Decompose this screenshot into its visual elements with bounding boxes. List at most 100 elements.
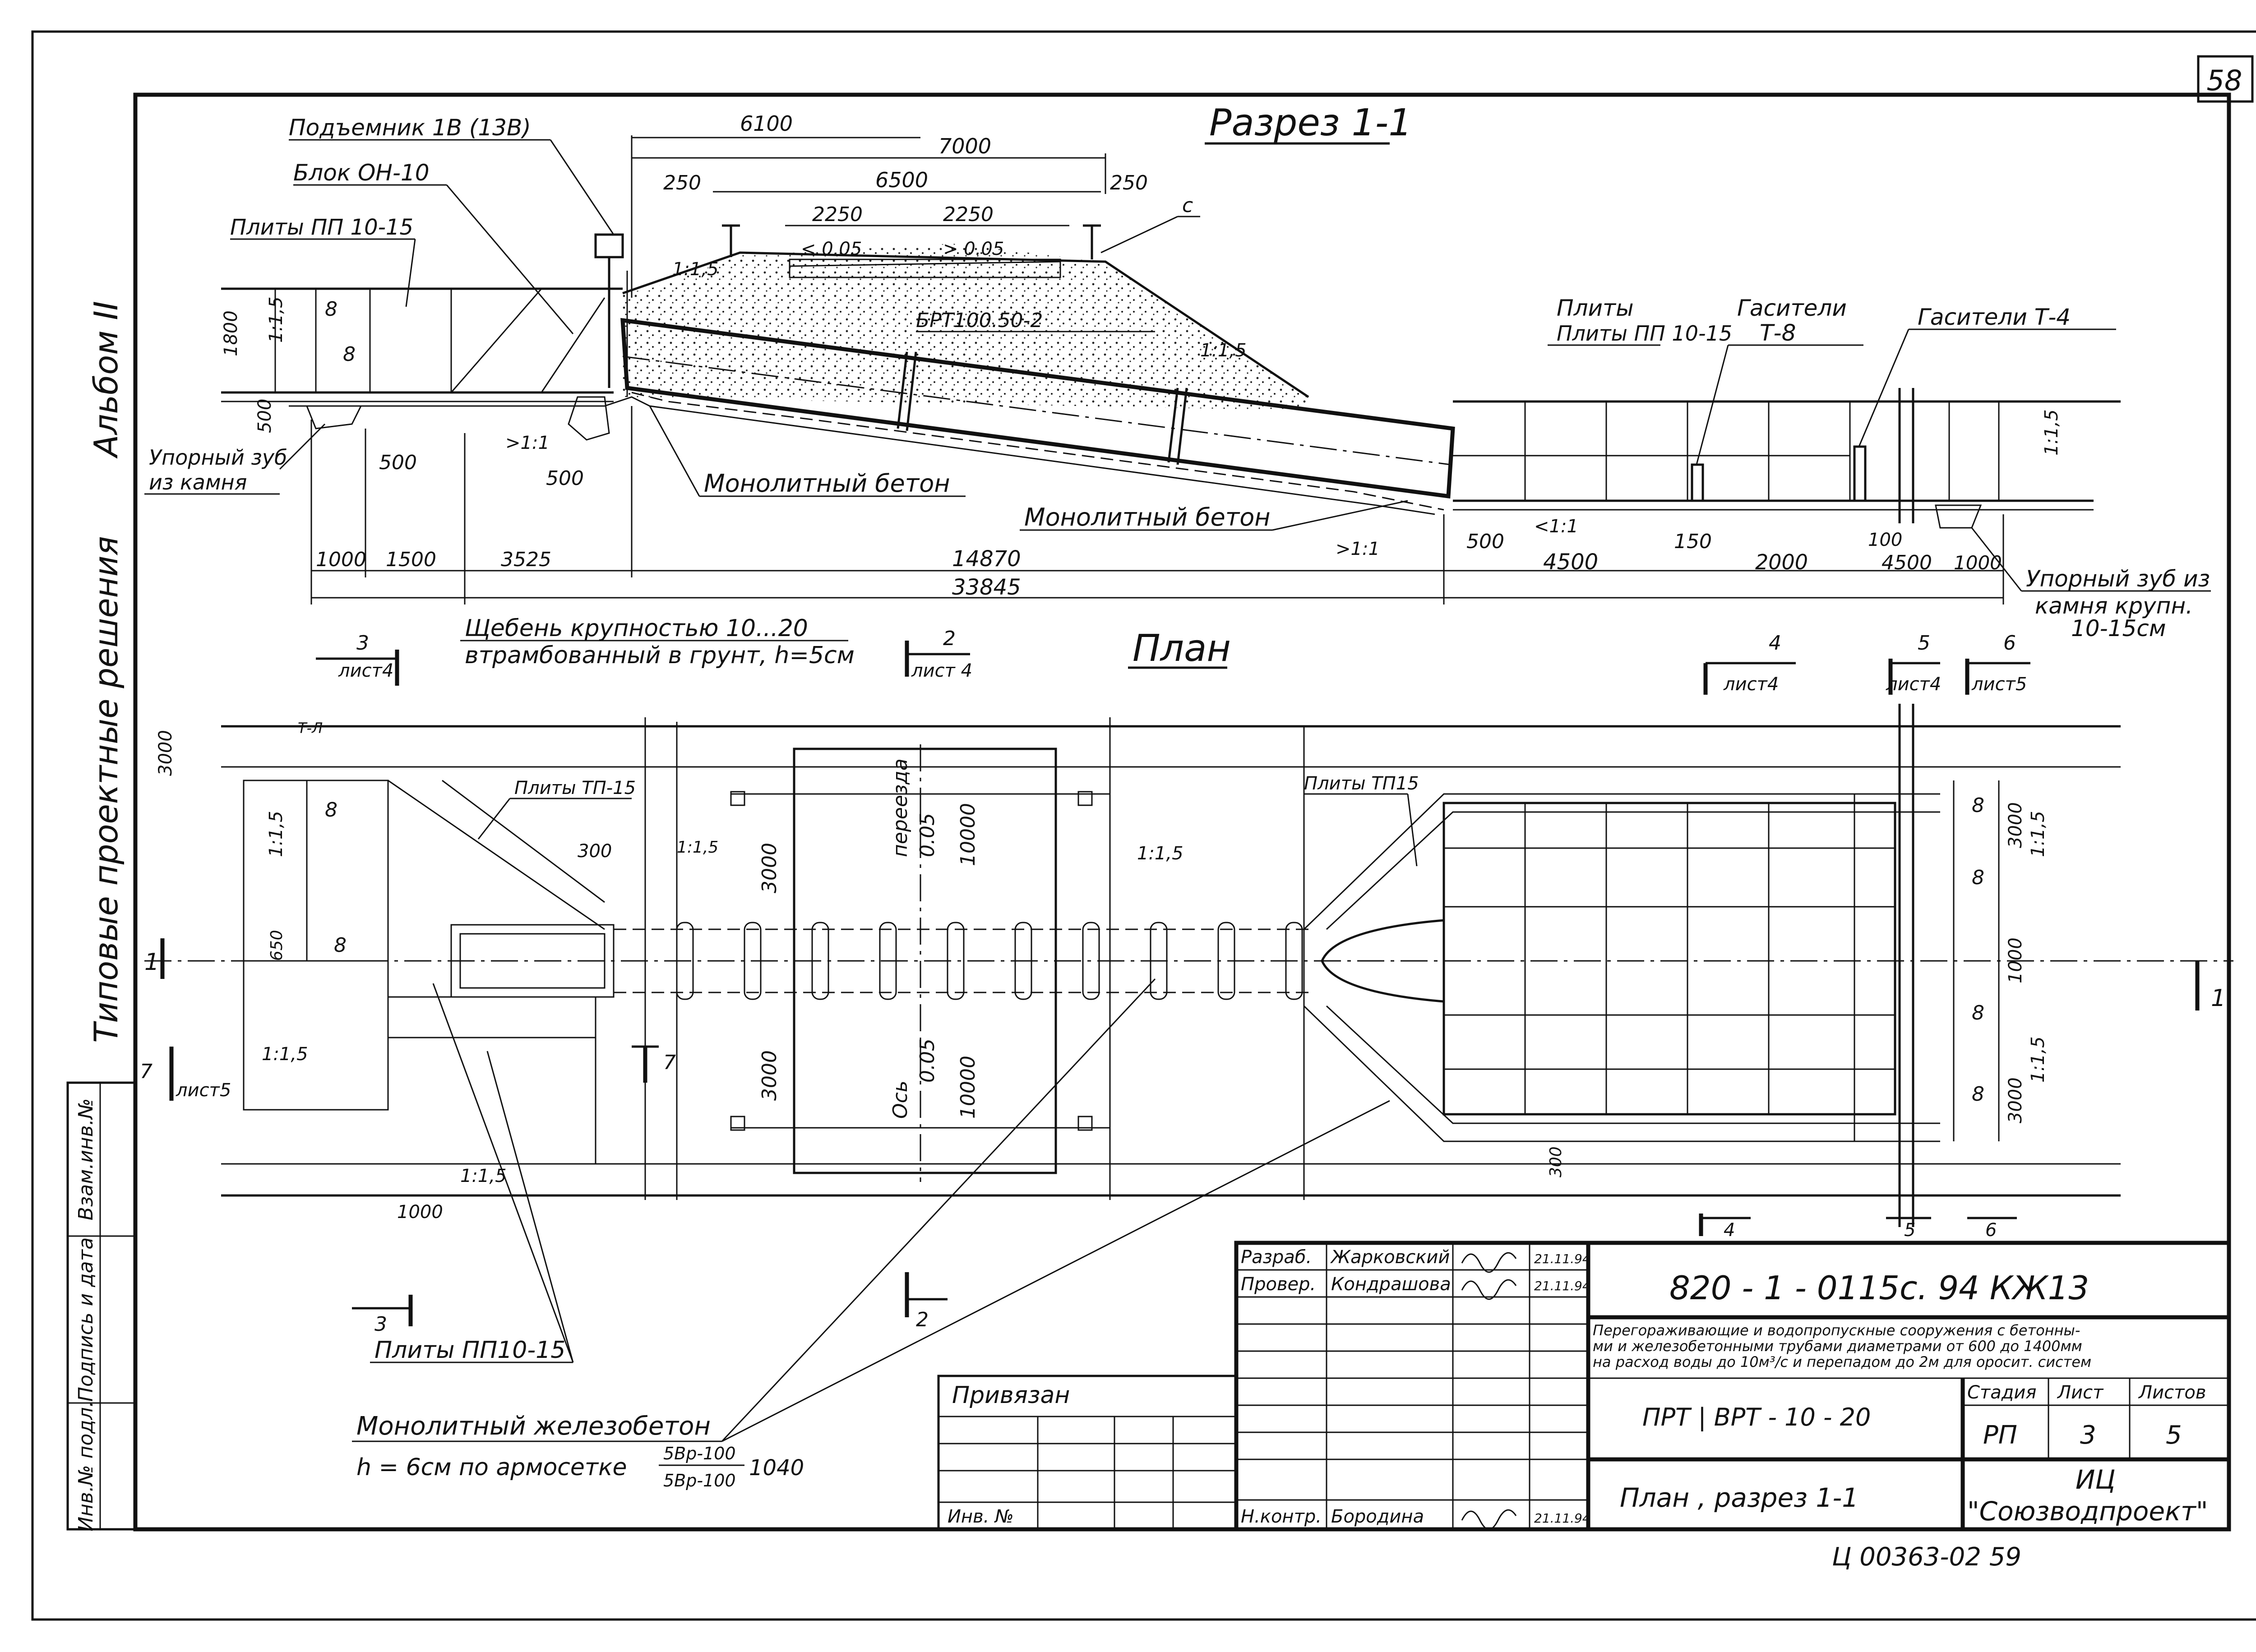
dim: 3000 bbox=[2005, 802, 2026, 848]
dim: 1000 bbox=[316, 548, 366, 571]
stone-mark: 8 bbox=[1972, 1083, 1984, 1106]
stone-tooth-right-b: камня крупн. bbox=[2035, 593, 2193, 619]
dim: 3000 bbox=[155, 730, 176, 776]
desc-3: на расход воды до 10м³/с и перепадом до … bbox=[1593, 1353, 2091, 1371]
stone-tooth-left-a: Упорный зуб bbox=[149, 445, 287, 470]
svg-text:Кондрашова: Кондрашова bbox=[1331, 1274, 1451, 1295]
monolith-right: Монолитный бетон bbox=[1024, 503, 1271, 531]
dim: 7000 bbox=[938, 134, 991, 158]
block-label: Блок ОН-10 bbox=[293, 160, 430, 186]
slope: 1:1,5 bbox=[2028, 811, 2048, 857]
lifter-box bbox=[594, 233, 624, 258]
grade: 0.05 bbox=[916, 813, 939, 857]
stone-mark: 8 bbox=[343, 343, 356, 366]
svg-text:3: 3 bbox=[374, 1313, 387, 1336]
svg-text:6: 6 bbox=[1985, 1220, 1997, 1241]
svg-text:Н.контр.: Н.контр. bbox=[1241, 1506, 1322, 1527]
side-stamp: Взам.инв.№ Подпись и дата Инв.№ подл. bbox=[66, 1081, 137, 1532]
svg-text:21.11.94: 21.11.94 bbox=[1534, 1251, 1590, 1266]
monolith-a: Монолитный железобетон bbox=[356, 1412, 711, 1441]
dim: 33845 bbox=[952, 575, 1021, 600]
sheets-header: Листов bbox=[2138, 1382, 2206, 1403]
damper-t4 bbox=[1853, 445, 1867, 502]
dim: 500 bbox=[546, 467, 584, 490]
svg-text:лист5: лист5 bbox=[1971, 674, 2027, 695]
inv-no: Инв. № bbox=[948, 1506, 1014, 1527]
grade-left: < 0.05 bbox=[801, 239, 862, 259]
dim: 3000 bbox=[758, 843, 781, 893]
signature-3 bbox=[1461, 1509, 1517, 1530]
svg-text:5: 5 bbox=[1918, 632, 1930, 655]
dim: 250 bbox=[1110, 171, 1148, 194]
dampers-t8-b: Т-8 bbox=[1760, 320, 1796, 346]
slope: 1:1,5 bbox=[1137, 843, 1183, 864]
svg-text:4: 4 bbox=[1724, 1220, 1735, 1241]
stone-mark: 8 bbox=[1972, 1001, 1984, 1024]
grade: 0.05 bbox=[916, 1038, 939, 1083]
svg-text:5: 5 bbox=[1904, 1220, 1915, 1241]
svg-text:Бородина: Бородина bbox=[1331, 1506, 1424, 1527]
dim: 150 bbox=[1674, 530, 1712, 553]
stone-tooth-right-a: Упорный зуб из bbox=[2026, 566, 2210, 592]
svg-text:3: 3 bbox=[356, 632, 369, 655]
monolith-b: h = 6см по армосетке bbox=[356, 1454, 627, 1481]
svg-text:21.11.94: 21.11.94 bbox=[1534, 1278, 1590, 1293]
tl-mark: Т-Л bbox=[298, 720, 323, 737]
monolith-den: 5Вр-100 bbox=[663, 1471, 736, 1490]
plates-right-a: Плиты bbox=[1557, 295, 1634, 321]
dim: 2250 bbox=[943, 203, 994, 226]
archive-number: Ц 00363-02 59 bbox=[1832, 1542, 2021, 1572]
gravel-b: втрамбованный в грунт, h=5см bbox=[465, 642, 855, 669]
dim: 2250 bbox=[812, 203, 863, 226]
cut-markers: 3 лист4 2 лист 4 4 лист4 5 лист4 6 лист5… bbox=[140, 627, 2226, 1336]
stone-mark: 8 bbox=[1972, 794, 1984, 817]
dim: 100 bbox=[1868, 530, 1902, 550]
dim: 1500 bbox=[386, 548, 436, 571]
svg-text:1: 1 bbox=[2211, 985, 2226, 1012]
crossing-slab bbox=[793, 748, 1057, 1174]
svg-text:Разраб.: Разраб. bbox=[1241, 1247, 1312, 1268]
svg-text:Жарковский: Жарковский bbox=[1330, 1247, 1450, 1268]
monolith-tail: 1040 bbox=[749, 1455, 804, 1481]
dim: 500 bbox=[1466, 530, 1504, 553]
dim: 650 bbox=[268, 930, 286, 961]
stilling-basin bbox=[1442, 802, 1896, 1116]
slope: 1:1,5 bbox=[262, 1044, 308, 1065]
title-block: Разраб. Жарковский 21.11.94 Провер. Конд… bbox=[937, 1241, 2231, 1572]
crossing-label: переезда bbox=[889, 758, 912, 857]
svg-text:4: 4 bbox=[1769, 632, 1781, 655]
c-mark: с bbox=[1182, 194, 1193, 217]
sheet-name: План , разрез 1-1 bbox=[1620, 1482, 1858, 1513]
sheet-header: Лист bbox=[2057, 1382, 2104, 1403]
svg-text:6: 6 bbox=[2003, 632, 2016, 655]
slope-right-v: 1:1,5 bbox=[2041, 409, 2062, 456]
stamp-signature: Подпись и дата bbox=[74, 1237, 97, 1402]
sheet-value: 3 bbox=[2080, 1421, 2096, 1450]
dim: 300 bbox=[578, 841, 612, 862]
slope: >1:1 bbox=[1336, 539, 1380, 559]
dim: 1000 bbox=[2005, 937, 2026, 983]
damper-t8 bbox=[1691, 463, 1704, 502]
signature-2 bbox=[1461, 1279, 1517, 1300]
svg-text:21.11.94: 21.11.94 bbox=[1534, 1511, 1590, 1526]
slope: 1:1,5 bbox=[672, 259, 719, 280]
monolith-left: Монолитный бетон bbox=[704, 469, 950, 498]
svg-text:лист5: лист5 bbox=[176, 1080, 231, 1101]
project-type: ПРТ | ВРТ - 10 - 20 bbox=[1642, 1403, 1871, 1431]
dim-500-v: 500 bbox=[254, 399, 275, 433]
sheets-value: 5 bbox=[2166, 1421, 2182, 1450]
stone-mark: 8 bbox=[334, 934, 347, 957]
pipe-joints bbox=[676, 922, 1303, 1000]
desc-1: Перегораживающие и водопропускные сооруж… bbox=[1593, 1322, 2080, 1339]
dampers-t8-a: Гасители bbox=[1737, 295, 1847, 321]
svg-text:лист4: лист4 bbox=[1886, 674, 1941, 695]
dim: 14870 bbox=[952, 546, 1021, 572]
series-caption: Типовые проектные решения bbox=[87, 536, 125, 1043]
sheet-frame: 58 bbox=[31, 30, 2256, 1621]
privyazan: Привязан bbox=[952, 1382, 1070, 1409]
lifter-label: Подъемник 1В (13В) bbox=[289, 115, 531, 141]
dim: 1000 bbox=[1954, 552, 2002, 574]
svg-text:лист4: лист4 bbox=[338, 660, 393, 681]
svg-text:2: 2 bbox=[943, 627, 956, 650]
section-1-1: Разрез 1-1 1:1,5 1800 500 8 8 bbox=[144, 102, 2211, 669]
